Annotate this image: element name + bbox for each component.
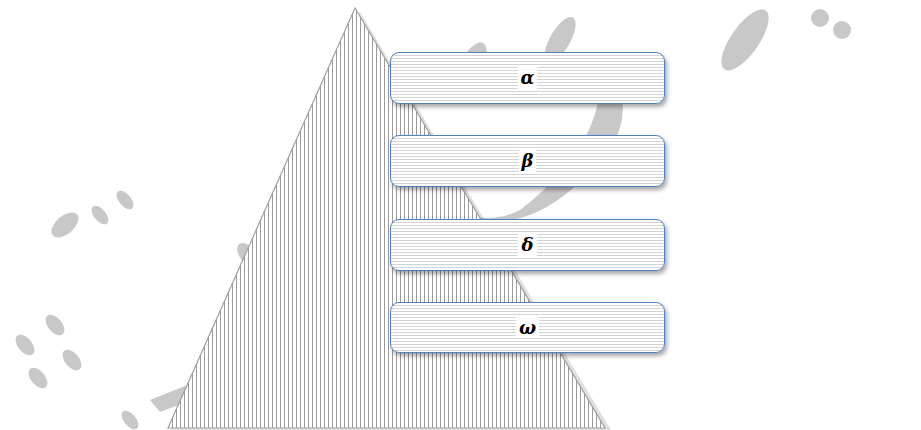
greek-letter: δ bbox=[518, 234, 536, 256]
watermark-shapes bbox=[12, 2, 851, 430]
label-box: β bbox=[390, 135, 665, 187]
label-box: ω bbox=[390, 302, 665, 353]
greek-letter: β bbox=[519, 150, 537, 172]
greek-letter: ω bbox=[516, 317, 539, 339]
label-box: α bbox=[390, 52, 665, 104]
label-box: δ bbox=[390, 219, 665, 271]
greek-letter: α bbox=[518, 67, 538, 89]
